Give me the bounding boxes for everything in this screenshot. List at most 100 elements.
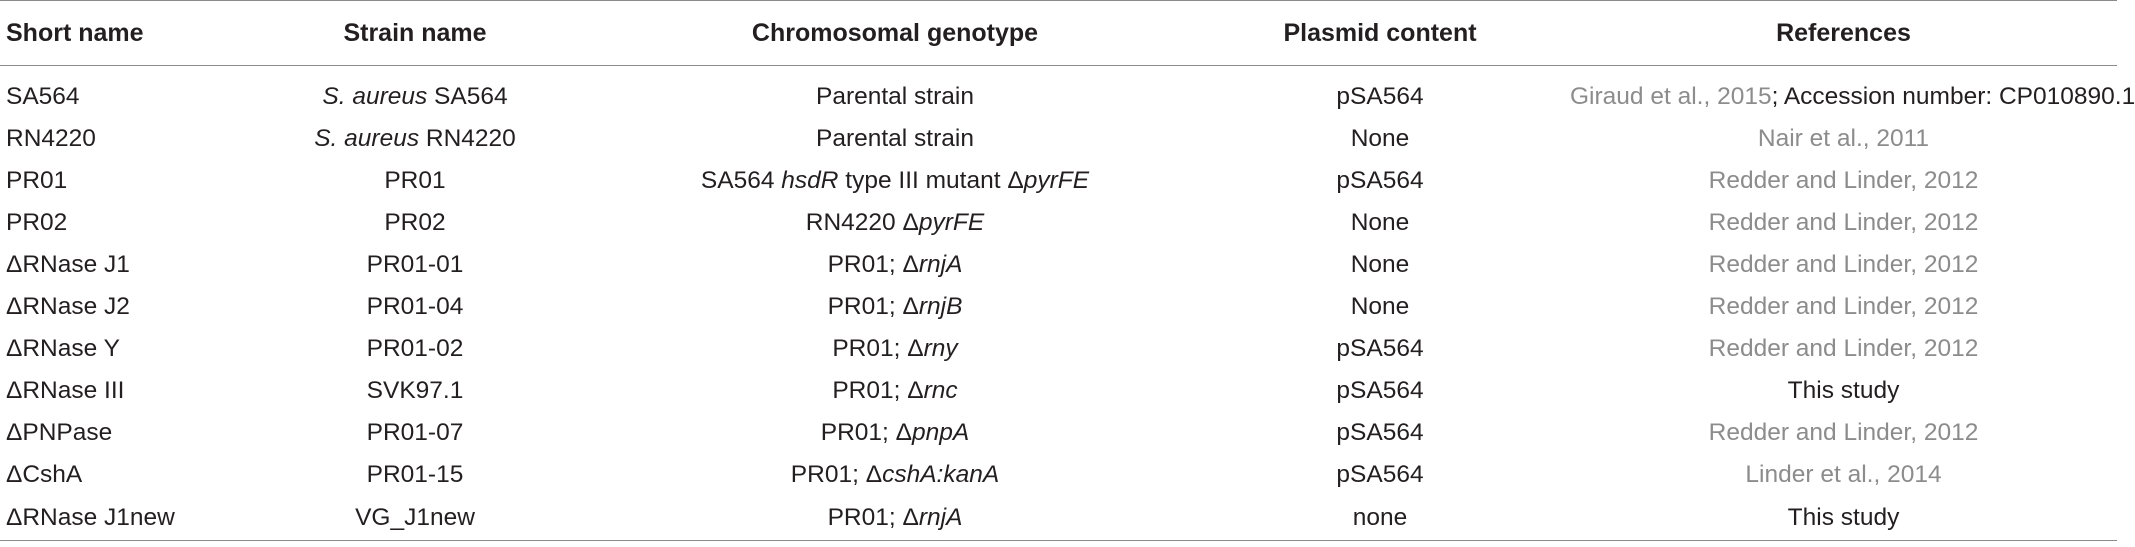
- genotype-text-segment: PR01; Δ: [827, 251, 919, 278]
- cell-short-name: ΔRNase J1: [6, 251, 130, 278]
- cell-chromosomal-genotype: RN4220 ΔpyrFE: [600, 202, 1190, 244]
- cell-references: Redder and Linder, 2012: [1570, 160, 2117, 202]
- cell-strain-name: PR01-01: [230, 244, 600, 286]
- genotype-text-segment: pyrFE: [1023, 167, 1090, 194]
- reference-link[interactable]: Giraud et al., 2015: [1570, 83, 1772, 110]
- cell-short-name: SA564: [6, 83, 80, 110]
- strain-text-segment: PR01-15: [366, 461, 464, 488]
- strain-text-segment: PR01-07: [366, 419, 464, 446]
- cell-chromosomal-genotype: Parental strain: [600, 118, 1190, 160]
- table-row: RN4220 S. aureus RN4220 Parental strain Non…: [0, 118, 2117, 160]
- cell-strain-name: VG_J1new: [230, 496, 600, 541]
- cell-chromosomal-genotype: PR01; ΔrnjA: [600, 496, 1190, 541]
- cell-chromosomal-genotype: SA564 hsdR type III mutant ΔpyrFE: [600, 160, 1190, 202]
- genotype-text-segment: pnpA: [912, 419, 970, 446]
- reference-link[interactable]: Redder and Linder, 2012: [1708, 335, 1979, 362]
- cell-short-name: ΔRNase J1new: [0, 496, 230, 541]
- cell-plasmid-content: pSA564: [1336, 335, 1424, 362]
- cell-chromosomal-genotype: Parental strain: [600, 66, 1190, 119]
- reference-link[interactable]: Redder and Linder, 2012: [1708, 167, 1979, 194]
- cell-references: Nair et al., 2011: [1570, 118, 2117, 160]
- genotype-text-segment: PR01; Δ: [820, 419, 913, 446]
- genotype-text-segment: PR01; Δ: [832, 335, 924, 362]
- strain-text-segment: SA564: [427, 83, 508, 110]
- genotype-text-segment: hsdR: [781, 167, 839, 194]
- header-row: Short name Strain name Chromosomal genot…: [0, 0, 2117, 66]
- cell-strain-name: PR01-02: [230, 328, 600, 370]
- reference-link[interactable]: Linder et al., 2014: [1745, 461, 1942, 488]
- genotype-text-segment: Parental strain: [816, 83, 974, 110]
- cell-strain-name: S. aureus SA564: [230, 66, 600, 119]
- cell-references: Redder and Linder, 2012: [1570, 412, 2117, 454]
- reference-text: This study: [1787, 377, 1900, 404]
- cell-plasmid-content: pSA564: [1336, 377, 1424, 404]
- reference-link[interactable]: Nair et al., 2011: [1757, 125, 1930, 152]
- cell-references: Redder and Linder, 2012: [1570, 286, 2117, 328]
- reference-link[interactable]: Redder and Linder, 2012: [1708, 209, 1979, 236]
- cell-strain-name: PR01-04: [230, 286, 600, 328]
- cell-short-name: ΔPNPase: [6, 419, 113, 446]
- cell-chromosomal-genotype: PR01; ΔcshA:kanA: [600, 454, 1190, 496]
- cell-plasmid-content: None: [1350, 125, 1410, 152]
- table-row: ΔRNase J1 PR01-01 PR01; ΔrnjA None Redder an…: [0, 244, 2117, 286]
- cell-chromosomal-genotype: PR01; ΔrnjA: [600, 244, 1190, 286]
- cell-short-name: ΔRNase Y: [6, 335, 120, 362]
- strain-text-segment: VG_J1new: [355, 504, 475, 531]
- strain-text-segment: S. aureus: [322, 83, 428, 110]
- strain-text-segment: PR02: [384, 209, 446, 236]
- table-row: ΔRNase Y PR01-02 PR01; Δrny pSA564 Redder an…: [0, 328, 2117, 370]
- table-header: Short name Strain name Chromosomal genot…: [0, 0, 2117, 66]
- cell-plasmid-content: none: [1190, 496, 1570, 541]
- strain-text-segment: PR01-01: [366, 251, 464, 278]
- genotype-text-segment: PR01; Δ: [827, 504, 919, 531]
- genotype-text-segment: SA564: [700, 167, 782, 194]
- cell-plasmid-content: pSA564: [1336, 167, 1424, 194]
- header-plasmid-content: Plasmid content: [1190, 0, 1570, 66]
- genotype-text-segment: cshA:kanA: [882, 461, 1000, 488]
- strain-text-segment: S. aureus: [314, 125, 420, 152]
- genotype-text-segment: pyrFE: [918, 209, 985, 236]
- reference-text: This study: [1787, 504, 1900, 531]
- cell-plasmid-content: None: [1350, 251, 1410, 278]
- header-short-name: Short name: [0, 0, 230, 66]
- cell-short-name: RN4220: [6, 125, 96, 152]
- genotype-text-segment: type III mutant Δ: [838, 167, 1024, 194]
- table-row: ΔCshA PR01-15 PR01; ΔcshA:kanA pSA564 Linder…: [0, 454, 2117, 496]
- cell-plasmid-content: pSA564: [1336, 461, 1424, 488]
- cell-chromosomal-genotype: PR01; ΔpnpA: [600, 412, 1190, 454]
- cell-references: Redder and Linder, 2012: [1570, 328, 2117, 370]
- cell-strain-name: PR01-15: [230, 454, 600, 496]
- genotype-text-segment: rnjB: [918, 293, 963, 320]
- cell-strain-name: PR01-07: [230, 412, 600, 454]
- cell-strain-name: S. aureus RN4220: [230, 118, 600, 160]
- cell-references: Giraud et al., 2015; Accession number: C…: [1570, 66, 2135, 119]
- table-row: ΔPNPase PR01-07 PR01; ΔpnpA pSA564 Redder an…: [0, 412, 2117, 454]
- cell-short-name: PR02: [6, 209, 68, 236]
- genotype-text-segment: PR01; Δ: [827, 293, 919, 320]
- header-strain-name: Strain name: [230, 0, 600, 66]
- genotype-text-segment: PR01; Δ: [832, 377, 924, 404]
- cell-references: Redder and Linder, 2012: [1570, 244, 2117, 286]
- strain-text-segment: PR01-02: [366, 335, 464, 362]
- genotype-text-segment: rnjA: [918, 251, 963, 278]
- cell-chromosomal-genotype: PR01; ΔrnjB: [600, 286, 1190, 328]
- reference-link[interactable]: Redder and Linder, 2012: [1708, 419, 1979, 446]
- cell-plasmid-content: pSA564: [1336, 419, 1424, 446]
- genotype-text-segment: rny: [923, 335, 958, 362]
- genotype-text-segment: rnjA: [918, 504, 963, 531]
- reference-link[interactable]: Redder and Linder, 2012: [1708, 251, 1979, 278]
- genotype-text-segment: Parental strain: [816, 125, 974, 152]
- cell-plasmid-content: pSA564: [1336, 83, 1424, 110]
- cell-short-name: ΔCshA: [6, 461, 83, 488]
- reference-link[interactable]: Redder and Linder, 2012: [1708, 293, 1979, 320]
- cell-short-name: ΔRNase J2: [6, 293, 130, 320]
- cell-chromosomal-genotype: PR01; Δrny: [600, 328, 1190, 370]
- cell-plasmid-content: None: [1350, 293, 1410, 320]
- cell-short-name: ΔRNase III: [6, 377, 125, 404]
